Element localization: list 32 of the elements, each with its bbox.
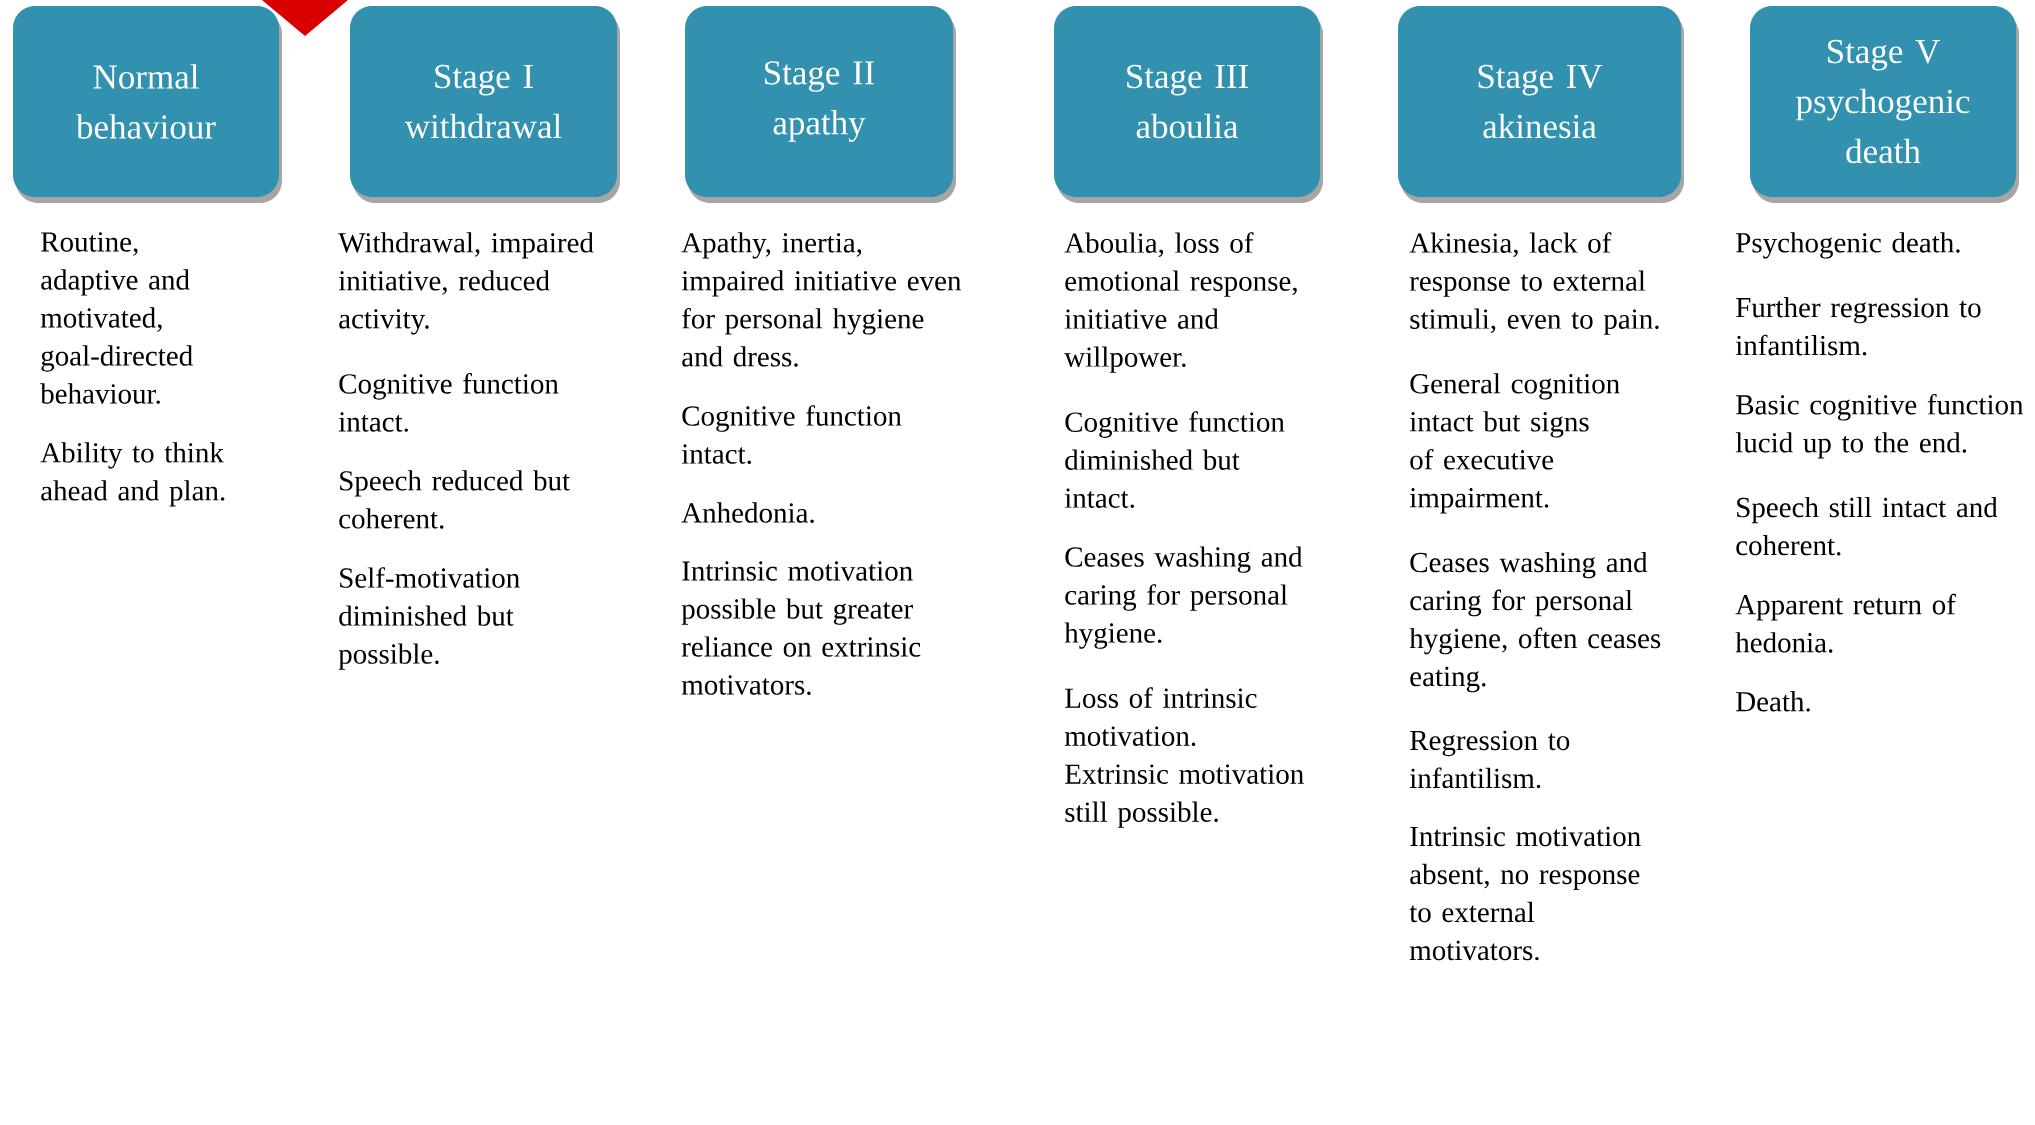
description-text: Cognitive function diminished but intact. xyxy=(1064,411,1285,509)
description-text: Ability to think ahead and plan. xyxy=(40,442,225,507)
description-text: Anhedonia. xyxy=(681,502,814,523)
stage-box: Stage V psychogenic death xyxy=(1750,6,2019,203)
description-text: Speech reduced but coherent. xyxy=(339,470,570,529)
description-text: Apathy, inertia, impaired initiative even for personal hygiene and dress. xyxy=(681,232,962,367)
triangle-marker xyxy=(262,0,348,36)
stage-box: Stage IV akinesia xyxy=(1398,6,1684,203)
stage-box: Stage I withdrawal xyxy=(350,6,620,203)
description-text: Basic cognitive function lucid up to the end. xyxy=(1735,393,2024,459)
stage-box: Stage II apathy xyxy=(685,6,956,203)
description-text: Loss of intrinsic motivation. Extrinsic motivation still possible. xyxy=(1064,687,1304,828)
description-text: Intrinsic motivation possible but greater reliance on extrinsic motivators. xyxy=(681,561,921,695)
stage-box: Stage III aboulia xyxy=(1054,6,1323,203)
description-text: Aboulia, loss of emotional response, initiative and willpower. xyxy=(1064,232,1297,373)
description-text: Withdrawal, impaired initiative, reduced activity. xyxy=(338,232,594,335)
description-text: Ceases washing and caring for personal hygiene. xyxy=(1064,546,1303,649)
description-text: Death. xyxy=(1736,691,1810,712)
description-text: Further regression to infantilism. xyxy=(1735,297,1981,356)
description-text: Intrinsic motivation absent, no response to external motivators. xyxy=(1409,826,1641,961)
description-text: Cognitive function intact. xyxy=(338,373,559,432)
stage-box: Normal behaviour xyxy=(13,6,282,203)
description-text: Akinesia, lack of response to external stimuli, even to pain. xyxy=(1409,232,1659,335)
description-text: Regression to infantilism. xyxy=(1409,730,1570,789)
description-text: Ceases washing and caring for personal hygiene, often ceases eating. xyxy=(1409,551,1661,693)
description-text: Speech still intact and coherent. xyxy=(1736,496,1998,556)
description-text: Psychogenic death. xyxy=(1736,232,1960,259)
description-text: Apparent return of hedonia. xyxy=(1735,593,1956,653)
description-text: General cognition intact but signs of executive impairment. xyxy=(1409,373,1620,514)
description-text: Routine, adaptive and motivated, goal-directed behaviour. xyxy=(40,232,193,404)
description-text: Self-motivation diminished but possible. xyxy=(338,567,520,670)
description-text: Cognitive function intact. xyxy=(681,405,902,464)
